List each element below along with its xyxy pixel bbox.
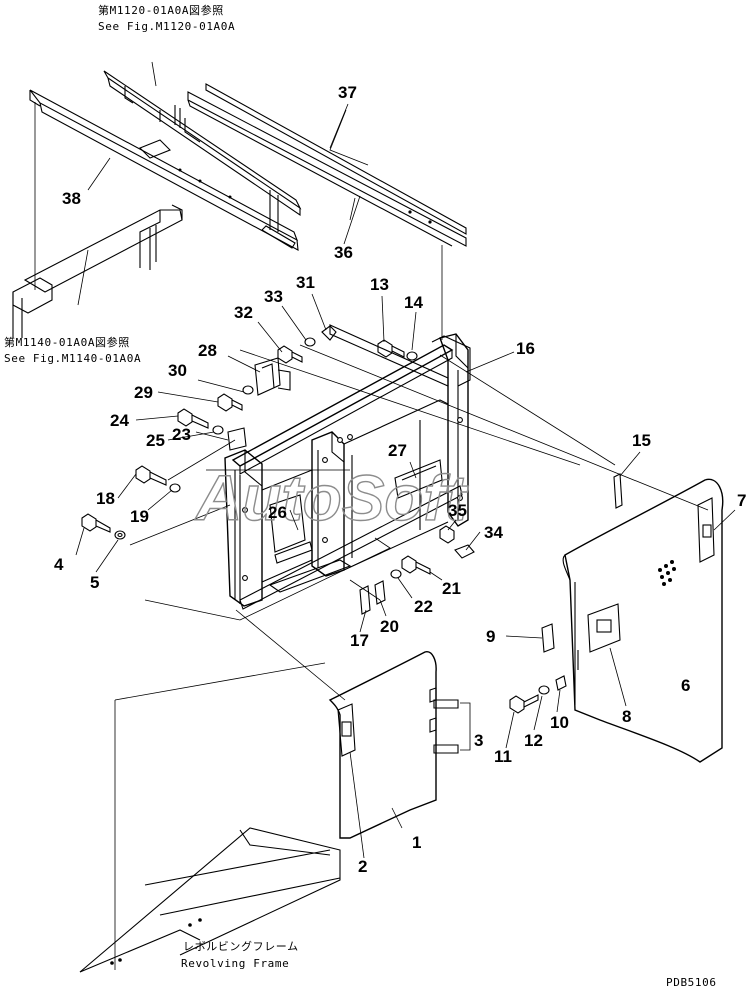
part-label-2: 2 <box>358 857 367 876</box>
ref-top-en: See Fig.M1120-01A0A <box>98 20 235 33</box>
part-label-23: 23 <box>172 425 191 444</box>
part-label-8: 8 <box>622 707 631 726</box>
part-label-18: 18 <box>96 489 115 508</box>
part-label-5: 5 <box>90 573 99 592</box>
part-label-20: 20 <box>380 617 399 636</box>
part-label-16: 16 <box>516 339 535 358</box>
part-label-25: 25 <box>146 431 165 450</box>
handle-27 <box>394 459 443 499</box>
ref-frame-jp: レボルビングフレーム <box>183 939 299 953</box>
ref-left-jp: 第M1140-01A0A図参照 <box>4 335 130 349</box>
diagram-code: PDB5106 <box>666 976 717 989</box>
part-label-28: 28 <box>198 341 217 360</box>
part-label-36: 36 <box>334 243 353 262</box>
bracket-28 <box>254 357 291 396</box>
part-label-10: 10 <box>550 713 569 732</box>
fasteners <box>81 337 623 714</box>
part-label-27: 27 <box>388 441 407 460</box>
part-label-6: 6 <box>681 676 690 695</box>
part-label-30: 30 <box>168 361 187 380</box>
revolving-frame <box>79 827 341 973</box>
label-leaders <box>75 103 736 859</box>
plate-26 <box>269 494 313 564</box>
part-label-33: 33 <box>264 287 283 306</box>
part-label-11: 11 <box>494 747 512 766</box>
door-panel-6 <box>562 478 724 763</box>
part-label-38: 38 <box>62 189 81 208</box>
main-frame-16 <box>224 324 469 610</box>
part-label-17: 17 <box>350 631 369 650</box>
part-label-21: 21 <box>442 579 461 598</box>
part-label-26: 26 <box>268 503 287 522</box>
ref-top-jp: 第M1120-01A0A図参照 <box>98 3 224 17</box>
part-label-35: 35 <box>448 501 467 520</box>
part-label-31: 31 <box>296 273 315 292</box>
part-label-1: 1 <box>412 833 421 852</box>
leader-lines <box>34 61 709 970</box>
part-label-13: 13 <box>370 275 389 294</box>
ref-left-en: See Fig.M1140-01A0A <box>4 352 141 365</box>
part-label-3: 3 <box>474 731 483 750</box>
part-label-15: 15 <box>632 431 651 450</box>
part-label-32: 32 <box>234 303 253 322</box>
left-bracket <box>12 204 183 338</box>
part-label-24: 24 <box>110 411 129 430</box>
vent-holes <box>658 560 676 586</box>
part-label-29: 29 <box>134 383 153 402</box>
part-label-4: 4 <box>54 555 64 574</box>
part-label-9: 9 <box>486 627 495 646</box>
part-number-labels: 1 2 3 4 5 6 7 8 9 10 11 12 13 14 15 16 1… <box>54 83 746 876</box>
part-label-22: 22 <box>414 597 433 616</box>
part-label-12: 12 <box>524 731 543 750</box>
rail-37 <box>205 83 467 235</box>
top-bracket <box>103 70 302 249</box>
part-label-19: 19 <box>130 507 149 526</box>
rail-36 <box>187 91 467 247</box>
bracket-16 <box>431 335 471 387</box>
watermark-text: AutoSoft <box>194 462 469 534</box>
part-label-14: 14 <box>404 293 423 312</box>
ref-frame-en: Revolving Frame <box>181 957 289 970</box>
plate-23 <box>227 427 247 451</box>
part-label-7: 7 <box>737 491 746 510</box>
part-label-37: 37 <box>338 83 357 102</box>
door-panel-1 <box>328 651 471 839</box>
part-label-34: 34 <box>484 523 503 542</box>
clip-31 <box>321 325 337 341</box>
beam-38 <box>29 89 299 251</box>
